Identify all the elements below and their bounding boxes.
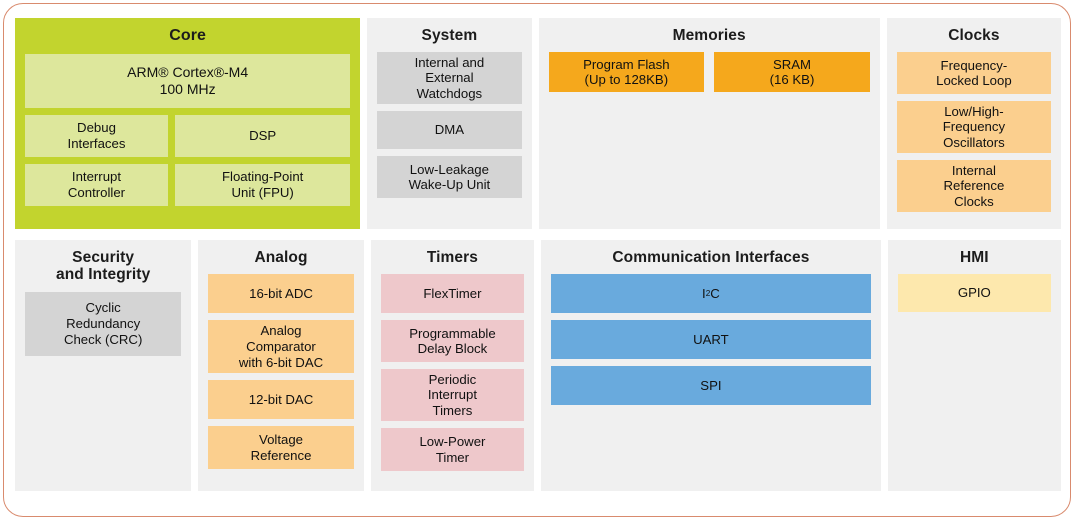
panel-security-title: Security and Integrity [55, 249, 151, 284]
panel-memories-blocks: Program Flash (Up to 128KB) SRAM (16 KB) [548, 52, 870, 93]
block-cyclic-redundancy-check[interactable]: Cyclic Redundancy Check (CRC) [25, 291, 182, 356]
panel-system-blocks: Internal and External Watchdogs DMA Low-… [377, 52, 522, 199]
panel-system-title: System [421, 27, 478, 44]
panel-timers-blocks: FlexTimer Programmable Delay Block Perio… [380, 274, 525, 472]
panel-system[interactable]: System Internal and External Watchdogs D… [367, 18, 532, 229]
panel-analog[interactable]: Analog 16-bit ADC Analog Comparator with… [198, 240, 364, 491]
block-spi[interactable]: SPI [551, 366, 871, 406]
block-periodic-interrupt-timers[interactable]: Periodic Interrupt Timers [380, 369, 525, 422]
panel-timers-title: Timers [426, 249, 479, 266]
block-16-bit-adc[interactable]: 16-bit ADC [208, 274, 354, 314]
block-gpio[interactable]: GPIO [897, 274, 1051, 313]
block-arm-cortex-m4[interactable]: ARM® Cortex®-M4 100 MHz [25, 53, 351, 108]
panel-memories-title: Memories [672, 27, 746, 44]
panel-clocks-title: Clocks [948, 27, 1000, 44]
panel-analog-title: Analog [254, 249, 308, 266]
block-debug-interfaces[interactable]: Debug Interfaces [25, 114, 168, 157]
diagram-row-bottom: Security and Integrity Cyclic Redundancy… [15, 240, 1061, 491]
block-interrupt-controller[interactable]: Interrupt Controller [25, 163, 168, 206]
block-diagram-grid: Core ARM® Cortex®-M4 100 MHz Debug Inter… [15, 18, 1061, 493]
block-analog-comparator[interactable]: Analog Comparator with 6-bit DAC [208, 320, 354, 374]
panel-hmi-title: HMI [959, 249, 989, 266]
block-dma[interactable]: DMA [377, 111, 522, 150]
panel-hmi[interactable]: HMI GPIO [887, 240, 1061, 491]
core-block-pair-2: Interrupt Controller Floating-Point Unit… [25, 163, 351, 206]
block-frequency-locked-loop[interactable]: Frequency- Locked Loop [896, 52, 1051, 95]
panel-clocks-blocks: Frequency- Locked Loop Low/High- Frequen… [896, 52, 1051, 213]
panel-security-blocks: Cyclic Redundancy Check (CRC) [25, 291, 182, 356]
panel-communication-title: Communication Interfaces [612, 249, 810, 266]
panel-clocks[interactable]: Clocks Frequency- Locked Loop Low/High- … [886, 18, 1061, 229]
block-dsp[interactable]: DSP [175, 114, 351, 157]
panel-core[interactable]: Core ARM® Cortex®-M4 100 MHz Debug Inter… [15, 18, 361, 229]
block-program-flash[interactable]: Program Flash (Up to 128KB) [548, 52, 705, 93]
block-low-power-timer[interactable]: Low-Power Timer [380, 428, 525, 472]
block-voltage-reference[interactable]: Voltage Reference [208, 426, 354, 470]
block-uart[interactable]: UART [551, 320, 871, 360]
block-programmable-delay-block[interactable]: Programmable Delay Block [380, 320, 525, 363]
block-low-leakage-wakeup-unit[interactable]: Low-Leakage Wake-Up Unit [377, 156, 522, 199]
block-watchdogs[interactable]: Internal and External Watchdogs [377, 52, 522, 105]
panel-core-blocks: ARM® Cortex®-M4 100 MHz Debug Interfaces… [25, 53, 351, 206]
block-internal-reference-clocks[interactable]: Internal Reference Clocks [896, 160, 1051, 213]
panel-core-title: Core [169, 27, 207, 44]
panel-security-and-integrity[interactable]: Security and Integrity Cyclic Redundancy… [15, 240, 192, 491]
block-oscillators[interactable]: Low/High- Frequency Oscillators [896, 101, 1051, 154]
panel-hmi-blocks: GPIO [897, 274, 1051, 313]
block-sram[interactable]: SRAM (16 KB) [714, 52, 870, 93]
panel-timers[interactable]: Timers FlexTimer Programmable Delay Bloc… [370, 240, 535, 491]
core-block-pair-1: Debug Interfaces DSP [25, 114, 351, 157]
diagram-frame: Core ARM® Cortex®-M4 100 MHz Debug Inter… [3, 3, 1071, 517]
block-flextimer[interactable]: FlexTimer [380, 274, 525, 314]
diagram-row-top: Core ARM® Cortex®-M4 100 MHz Debug Inter… [15, 18, 1061, 229]
block-12-bit-dac[interactable]: 12-bit DAC [208, 380, 354, 420]
block-floating-point-unit[interactable]: Floating-Point Unit (FPU) [175, 163, 351, 206]
panel-analog-blocks: 16-bit ADC Analog Comparator with 6-bit … [208, 274, 354, 470]
panel-memories[interactable]: Memories Program Flash (Up to 128KB) SRA… [538, 18, 880, 229]
